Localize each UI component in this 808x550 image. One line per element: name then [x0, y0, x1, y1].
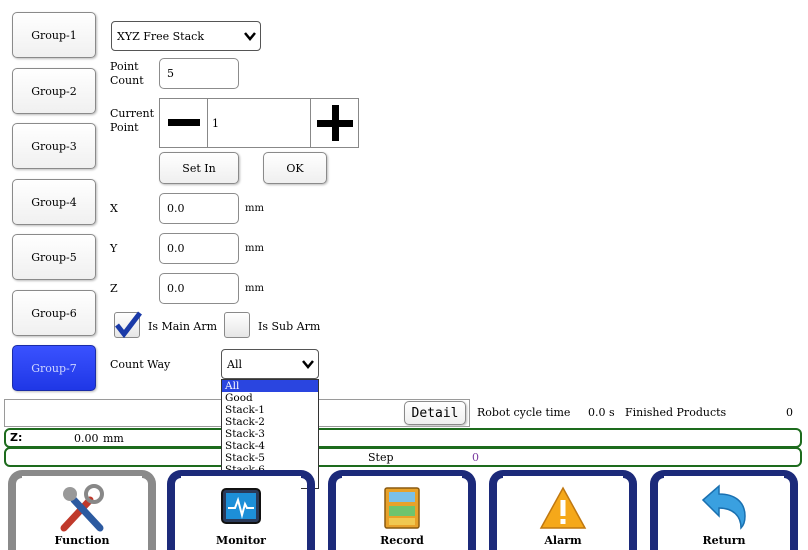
nav-frame — [167, 470, 315, 550]
x-input[interactable]: 0.0 — [159, 193, 239, 224]
z-position-bar: Z: 0.00 mm — [4, 428, 802, 448]
y-label: Y — [110, 242, 118, 255]
group-label: Group-5 — [31, 250, 77, 264]
sub-arm-label: Is Sub Arm — [258, 320, 321, 333]
nav-return-label: Return — [702, 534, 746, 547]
group-2-button[interactable]: Group-2 — [12, 68, 96, 114]
option-all[interactable]: All — [222, 380, 318, 392]
set-in-label: Set In — [182, 161, 216, 175]
tools-icon — [60, 484, 104, 532]
file-cabinet-icon — [384, 487, 420, 529]
z-unit: mm — [245, 283, 264, 294]
group-3-button[interactable]: Group-3 — [12, 123, 96, 169]
sub-arm-checkbox[interactable] — [224, 312, 250, 338]
warning-icon — [539, 486, 587, 529]
nav-record-button[interactable]: Record — [328, 470, 476, 550]
ok-button[interactable]: OK — [263, 152, 327, 184]
z-input[interactable]: 0.0 — [159, 273, 239, 304]
chevron-down-icon — [302, 360, 314, 369]
group-7-button[interactable]: Group-7 — [12, 345, 96, 391]
nav-frame — [489, 470, 637, 550]
finished-products-value: 0 — [786, 406, 793, 419]
group-label: Group-4 — [31, 195, 77, 209]
finished-products-label: Finished Products — [625, 406, 727, 419]
group-1-button[interactable]: Group-1 — [12, 12, 96, 58]
detail-button[interactable]: Detail — [404, 401, 466, 425]
cycle-time-value: 0.0 s — [588, 406, 615, 419]
option-stack-3[interactable]: Stack-3 — [225, 428, 265, 440]
detail-label: Detail — [411, 405, 459, 421]
option-stack-2[interactable]: Stack-2 — [225, 416, 265, 428]
step-label: Step — [368, 451, 394, 464]
group-5-button[interactable]: Group-5 — [12, 234, 96, 280]
group-4-button[interactable]: Group-4 — [12, 179, 96, 225]
x-value: 0.0 — [167, 202, 185, 215]
count-way-select[interactable]: All — [221, 349, 319, 379]
count-way-label: Count Way — [110, 358, 171, 371]
plus-icon — [317, 105, 353, 141]
point-count-value: 5 — [167, 67, 174, 80]
cycle-time-label: Robot cycle time — [477, 406, 571, 419]
option-good[interactable]: Good — [225, 392, 253, 404]
z-label: Z — [110, 282, 118, 295]
group-label: Group-1 — [31, 28, 77, 42]
z-bar-value: 0.00 — [74, 432, 99, 445]
nav-function-label: Function — [54, 534, 110, 547]
nav-record-label: Record — [380, 534, 424, 547]
x-label: X — [110, 202, 118, 215]
y-value: 0.0 — [167, 242, 185, 255]
nav-inner — [664, 476, 784, 550]
group-label: Group-3 — [31, 139, 77, 153]
nav-frame — [8, 470, 156, 550]
checkmark-icon — [115, 311, 142, 339]
nav-alarm-label: Alarm — [544, 534, 582, 547]
group-label: Group-6 — [31, 306, 77, 320]
return-arrow-icon — [701, 484, 746, 530]
monitor-icon — [221, 488, 261, 524]
minus-icon — [168, 119, 200, 126]
step-bar: Step 0 — [4, 447, 802, 467]
stack-type-select[interactable]: XYZ Free Stack — [111, 21, 261, 51]
nav-function-button[interactable]: Function — [8, 470, 156, 550]
nav-monitor-label: Monitor — [216, 534, 266, 547]
ok-label: OK — [286, 161, 304, 175]
decrement-button[interactable] — [160, 99, 208, 147]
increment-button[interactable] — [310, 99, 358, 147]
z-bar-unit: mm — [103, 432, 124, 445]
current-point-input[interactable]: 1 — [208, 99, 310, 147]
z-bar-label: Z: — [10, 431, 23, 444]
chevron-down-icon — [244, 32, 256, 41]
nav-return-button[interactable]: Return — [650, 470, 798, 550]
point-count-input[interactable]: 5 — [159, 58, 239, 89]
set-in-button[interactable]: Set In — [159, 152, 239, 184]
count-way-value: All — [227, 357, 242, 371]
nav-monitor-button[interactable]: Monitor — [167, 470, 315, 550]
current-point-value: 1 — [212, 116, 219, 130]
main-arm-label: Is Main Arm — [148, 320, 218, 333]
y-unit: mm — [245, 243, 264, 254]
main-arm-checkbox[interactable] — [114, 311, 142, 339]
group-6-button[interactable]: Group-6 — [12, 290, 96, 336]
group-label: Group-2 — [31, 84, 77, 98]
option-stack-5[interactable]: Stack-5 — [225, 452, 265, 464]
nav-frame — [328, 470, 476, 550]
step-value: 0 — [472, 451, 479, 464]
nav-alarm-button[interactable]: Alarm — [489, 470, 637, 550]
current-point-stepper: 1 — [159, 98, 359, 148]
option-stack-1[interactable]: Stack-1 — [225, 404, 265, 416]
z-value: 0.0 — [167, 282, 185, 295]
group-label: Group-7 — [31, 361, 77, 375]
option-stack-4[interactable]: Stack-4 — [225, 440, 265, 452]
nav-frame — [650, 470, 798, 550]
x-unit: mm — [245, 203, 264, 214]
stack-type-value: XYZ Free Stack — [117, 29, 204, 43]
y-input[interactable]: 0.0 — [159, 233, 239, 264]
